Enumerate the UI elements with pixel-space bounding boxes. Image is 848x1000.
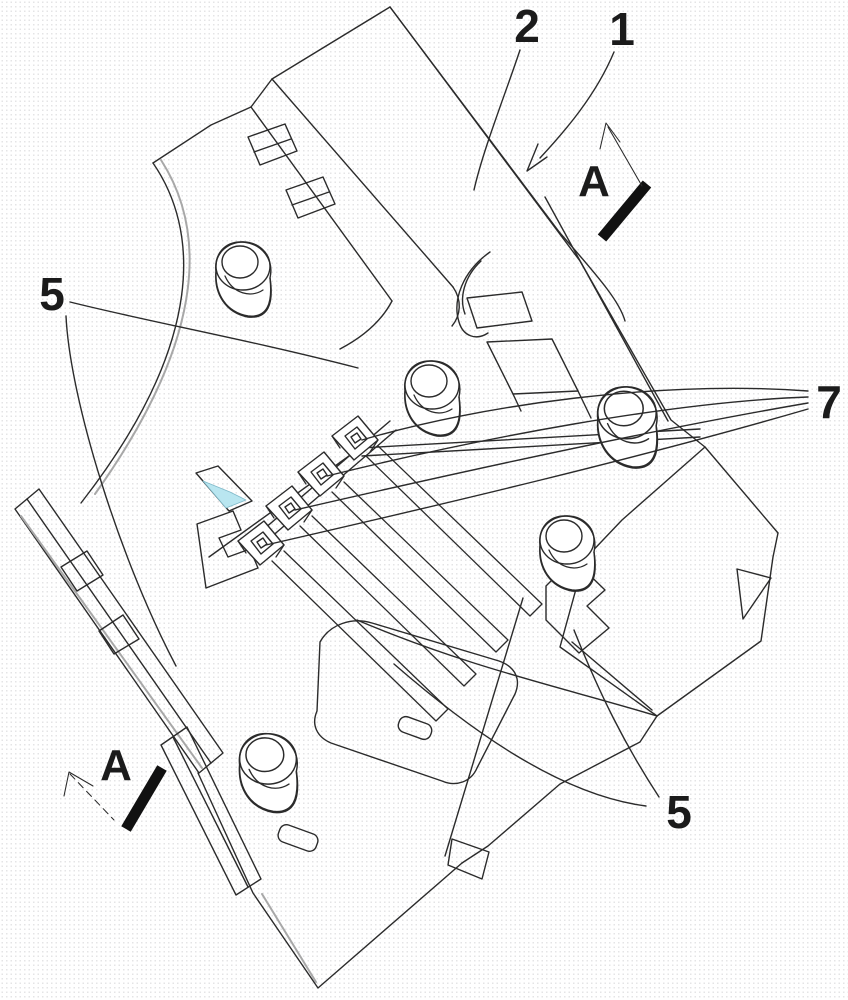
band-outer-right-edge [389, 6, 561, 234]
rail-block-1 [60, 550, 104, 592]
outline-right-edge [389, 6, 779, 534]
band-hole-a [247, 123, 298, 166]
section-arrow-bottom-head [63, 771, 94, 797]
boss-3 [596, 386, 659, 469]
outline-top-edge [271, 6, 391, 80]
rail-2 [160, 726, 262, 896]
rail-block-2 [98, 614, 140, 655]
block-panel-edges [512, 390, 592, 419]
bottom-plate [261, 597, 658, 983]
left-arc-inner [94, 159, 191, 495]
band-outer-left-edge [271, 78, 454, 288]
right-plate-notch [736, 568, 772, 620]
plate-tab [447, 838, 490, 880]
band-inner-right-edge [250, 106, 393, 302]
section-bar-top [597, 180, 652, 242]
outline-bottom-right [461, 715, 658, 864]
plate-face-opening [313, 620, 519, 785]
outline-left-step [152, 78, 273, 164]
leader-ref7-3 [294, 402, 809, 511]
outline-right-plate-edge [656, 532, 779, 717]
leader-ref5-left-a [69, 301, 359, 369]
rail-1-shade [20, 515, 203, 769]
rail-2-inner [172, 736, 249, 888]
connector-part-drawing [14, 6, 779, 989]
section-label-a-top: A [578, 157, 610, 206]
leader-ref5-left-b [65, 315, 177, 667]
leader-ref5-right-a [573, 629, 660, 798]
section-label-a-bottom: A [100, 741, 132, 790]
block-panel-2 [486, 338, 579, 395]
ref-label-5-right: 5 [666, 786, 692, 838]
face-inner-edge [544, 196, 669, 422]
leader-ref1 [539, 51, 615, 159]
face-corner-curve [559, 232, 626, 322]
top-cover-bands [94, 6, 561, 495]
leader-ref7-1 [361, 387, 809, 441]
leader-lines [65, 49, 809, 807]
mounting-rails [14, 488, 262, 896]
terminal-clamp-1 [331, 415, 543, 617]
boss-5 [238, 732, 299, 814]
right-plate-thickness [571, 641, 653, 711]
ref-label-7: 7 [816, 376, 842, 428]
part-outline [80, 6, 779, 989]
boss-4 [539, 515, 596, 592]
band-hole-b [285, 176, 336, 219]
outline-left-arc [80, 162, 185, 504]
leader-ref7-2 [326, 396, 809, 477]
section-bar-bottom [121, 765, 167, 832]
section-arrow-bottom-shaft [69, 773, 115, 821]
leader-ref5-right-b [393, 663, 647, 807]
section-markers [63, 122, 652, 832]
band-inner-end [339, 300, 393, 350]
boss-2 [404, 360, 461, 437]
leader-ref1-arrowhead [526, 143, 548, 172]
upper-right-face [456, 196, 669, 422]
rail-1 [14, 488, 224, 774]
pocket-highlight [202, 480, 247, 509]
plate-diagonal-edge [444, 597, 524, 857]
band-outer-bottom [451, 286, 460, 327]
hook-inner [461, 260, 482, 315]
terminal-comb [237, 415, 543, 722]
section-arrow-top-head [599, 122, 621, 150]
outline-bottom-point [197, 772, 463, 989]
ref-label-5-left: 5 [39, 268, 65, 320]
plate-slot-1 [277, 823, 319, 853]
reference-labels: 2 1 A 5 7 A 5 [39, 0, 842, 838]
plate-slot-2 [397, 715, 433, 741]
section-arrow-top-shaft [607, 126, 643, 187]
hook-outer [456, 251, 491, 338]
block-panel-1 [466, 291, 533, 329]
channel-profile [196, 510, 259, 589]
rail-1-inner [26, 498, 212, 764]
boss-1 [215, 241, 272, 318]
terminal-clamp-2 [297, 451, 509, 653]
ref-label-1: 1 [609, 3, 635, 55]
plate-shade [261, 893, 317, 983]
leader-ref2 [473, 49, 521, 191]
leader-ref7-4 [265, 408, 809, 546]
plate-front-curve [356, 619, 658, 717]
ref-label-2: 2 [514, 0, 540, 52]
